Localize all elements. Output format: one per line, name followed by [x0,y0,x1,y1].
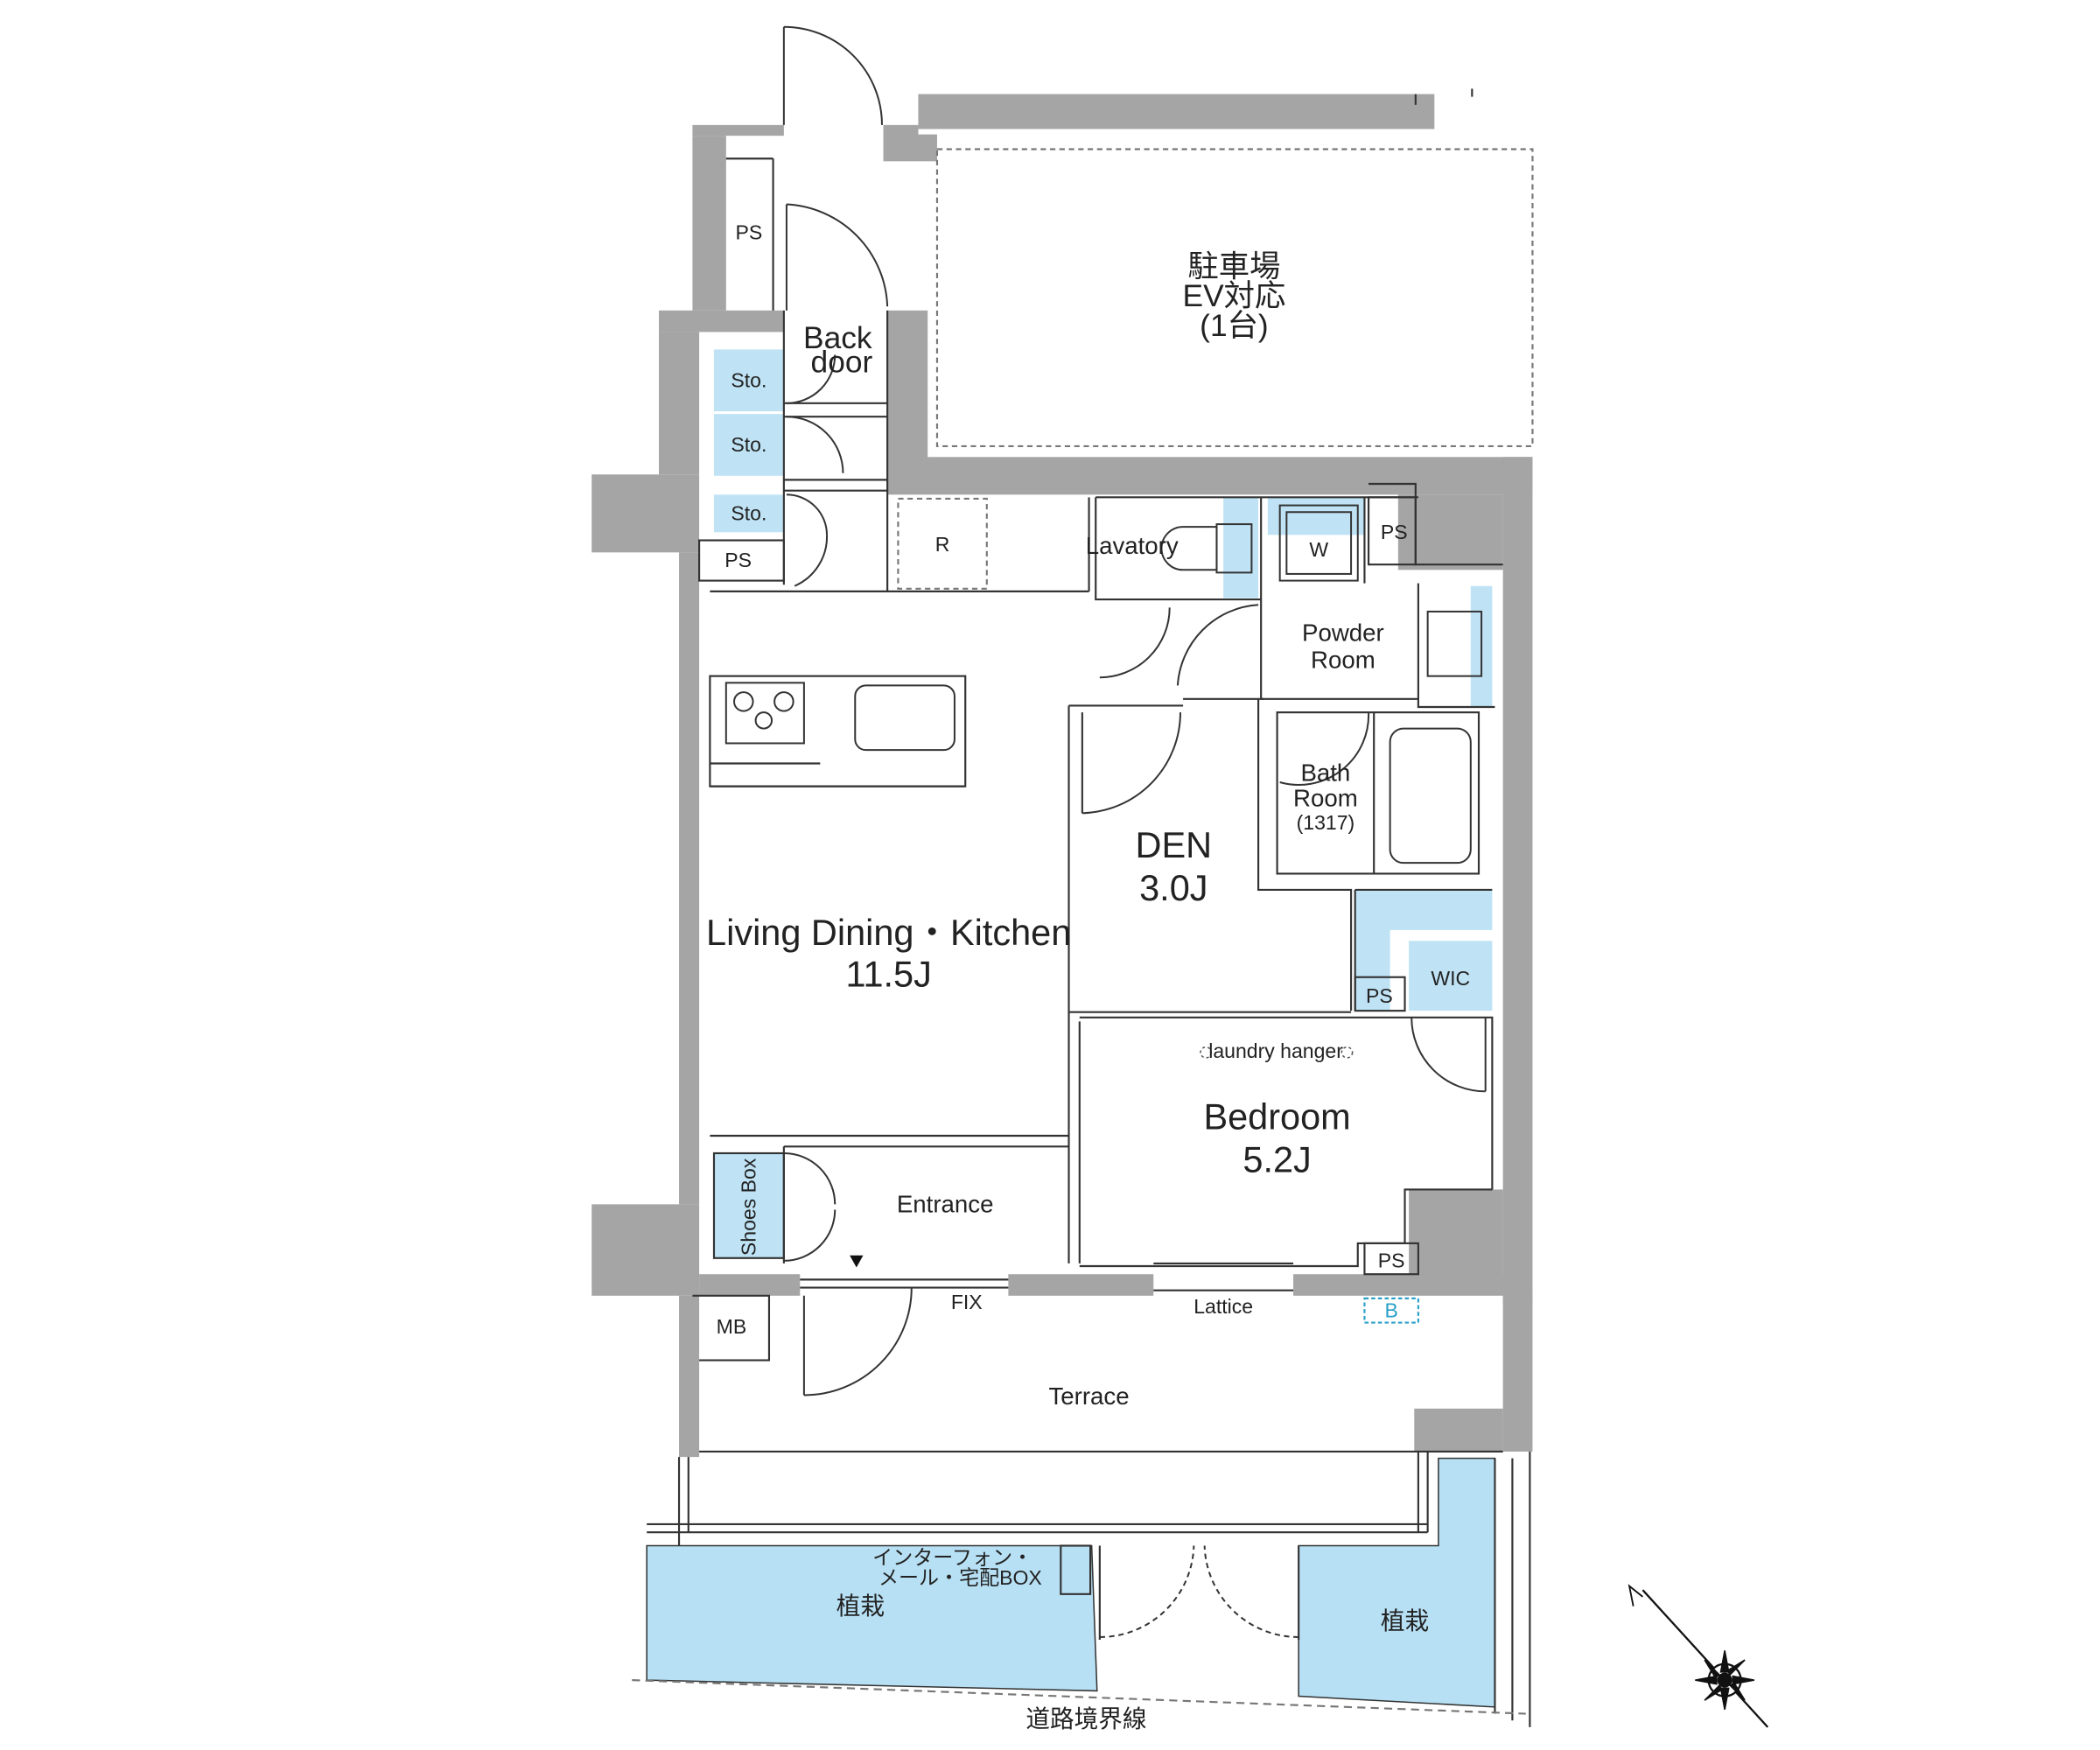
planting-left [646,1544,1098,1692]
planting-right [1298,1457,1496,1708]
ps-label-right-top: PS [1381,521,1408,543]
planting-label-left: 植栽 [836,1592,885,1620]
door-swings [782,25,1487,1638]
terrace-label: Terrace [1048,1382,1129,1410]
bedroom-label-1: Bedroom [1203,1096,1350,1137]
laundry-hanger-icons [1200,1046,1354,1059]
sto-label-1: Sto. [731,368,766,391]
parking-label-2: EV対応 [1183,279,1286,313]
ps-label-bedroom: PS [1378,1250,1405,1272]
wic-label: WIC [1431,967,1470,990]
road-boundary-label: 道路境界線 [1026,1705,1146,1732]
parking-label-1: 駐車場 [1187,249,1280,284]
bathtub-icon [1389,727,1472,864]
partitions [632,88,1534,1727]
laundry-hanger-label: laundry hanger [1208,1040,1343,1062]
bath-room-label-1: Bath [1300,759,1350,786]
lattice-label: Lattice [1194,1295,1253,1318]
fix-label: FIX [951,1291,983,1313]
intercom-label-2: メール・宅配BOX [878,1566,1042,1589]
ps-label-left: PS [724,549,752,571]
entrance-arrow-icon [850,1255,864,1268]
compass-icon [1628,1584,1769,1728]
sink-icon [854,684,956,752]
toilet-icon [1160,523,1253,574]
intercom-label-1: インターフォン・ [872,1546,1032,1569]
powder-room-label-1: Powder [1302,620,1384,647]
bath-room-label-3: (1317) [1297,811,1355,834]
parking-space [935,148,1534,448]
ps-label-top: PS [736,220,763,243]
bath-room-label-2: Room [1293,785,1358,812]
ldk-label-1: Living Dining・Kitchen [706,912,1071,953]
storage-fills [713,349,1493,1258]
back-door-label-2: door [811,345,873,379]
sto-label-2: Sto. [731,433,766,456]
planting-areas [646,1457,1496,1708]
sto-label-3: Sto. [731,501,766,524]
powder-room-label-2: Room [1311,646,1376,673]
washing-machine-icon [1278,504,1359,582]
labels: 駐車場 EV対応 (1台) PS Back door Sto. Sto. Sto… [706,220,1470,1732]
den-label-1: DEN [1136,824,1213,865]
entrance-label: Entrance [897,1191,994,1218]
w-label: W [1309,538,1328,561]
parking-label-3: (1台) [1200,309,1269,343]
den-label-2: 3.0J [1139,867,1208,908]
b-label: B [1384,1298,1397,1321]
shoes-box-label: Shoes Box [738,1158,760,1256]
ps-label-den: PS [1366,984,1393,1007]
bedroom-label-2: 5.2J [1242,1138,1311,1180]
vanity-icon [1426,610,1483,677]
planting-label-right: 植栽 [1381,1607,1429,1634]
r-label: R [935,533,950,556]
lavatory-label: Lavatory [1086,532,1179,559]
gas-stove-icon [724,682,805,745]
back-door-label-1: Back [803,321,872,355]
mb-label: MB [717,1315,747,1338]
ldk-label-2: 11.5J [845,953,931,994]
